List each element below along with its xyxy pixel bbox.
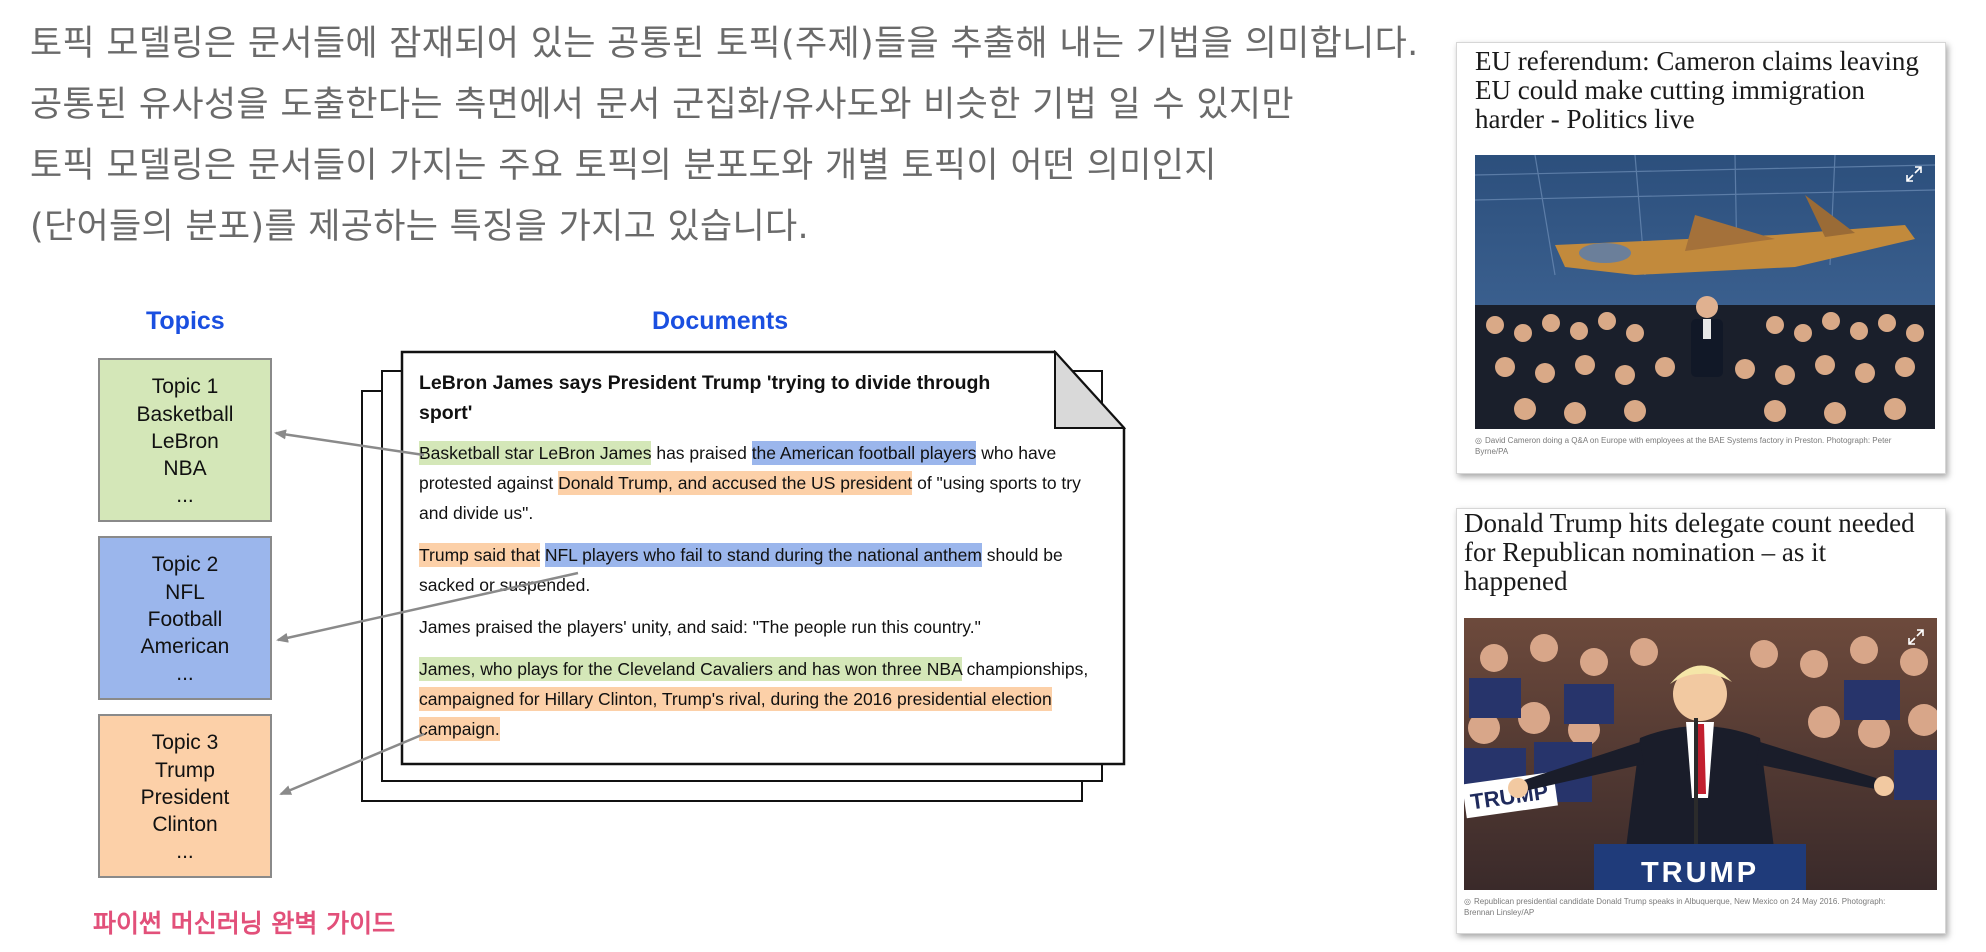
plain-text: who have protested against [419,443,1057,493]
news-headline: Donald Trump hits delegate count needed … [1464,508,1915,596]
topic-word: ... [176,662,194,685]
topic2-phrase: NFL players who fail to stand during the… [544,543,982,567]
plain-text: has praised [651,443,752,463]
topic3-phrase: Donald Trump, and accused the US preside… [558,471,913,495]
expand-icon[interactable] [1907,628,1925,646]
intro-line: 공통된 유사성을 도출한다는 측면에서 문서 군집화/유사도와 비슷한 기법 일… [30,85,1294,125]
document-content: LeBron James says President Trump 'tryin… [419,368,1109,756]
topic1-phrase: Basketball star LeBron James [419,441,652,465]
news-card-trump: Donald Trump hits delegate count needed … [1456,508,1946,934]
topic-title: Topic 2 [151,553,219,576]
caption-text: David Cameron doing a Q&A on Europe with… [1475,436,1892,456]
document-paragraph-1: Basketball star LeBron James has praised… [419,438,1109,528]
caption-text: Republican presidential candidate Donald… [1464,897,1886,917]
document-title: LeBron James says President Trump 'tryin… [419,372,991,424]
book-title-label: 파이썬 머신러닝 완벽 가이드 [93,909,396,938]
topic-word: Football [147,608,223,631]
news-photo-trump: TRUMP TRUMP [1464,618,1937,890]
news-headline: EU referendum: Cameron claims leaving EU… [1475,46,1919,134]
topic-word: American [140,635,230,658]
intro-line: 토픽 모델링은 문서들이 가지는 주요 토픽의 분포도와 개별 토픽이 어떤 의… [30,146,1217,186]
document-paragraph-4: James, who plays for the Cleveland Caval… [419,654,1109,744]
topic-word: Basketball [136,403,234,426]
trump-photo-illustration: TRUMP TRUMP [1464,618,1937,890]
camera-icon: ◎ [1464,897,1471,906]
expand-icon[interactable] [1905,165,1923,183]
cameron-photo-illustration [1475,155,1935,429]
topic3-phrase: Trump said that [419,543,540,567]
page-fold-icon [1054,350,1126,429]
news-caption: ◎David Cameron doing a Q&A on Europe wit… [1475,435,1915,457]
news-photo-cameron [1475,155,1935,429]
podium-trump-sign: TRUMP [1641,857,1759,889]
plain-text: of "using sports to try and divide us". [419,473,1081,523]
topic-title: Topic 3 [151,731,219,754]
intro-paragraph: 토픽 모델링은 문서들에 잠재되어 있는 공통된 토픽(주제)들을 추출해 내는… [30,14,1450,258]
news-caption: ◎Republican presidential candidate Donal… [1464,896,1904,918]
intro-line: (단어들의 분포)를 제공하는 특징을 가지고 있습니다. [30,207,809,247]
topic-word: ... [176,484,194,507]
topic-word: ... [176,840,194,863]
plain-text: championships, [961,659,1089,679]
topic2-phrase: the American football players [751,441,977,465]
document-paragraph-3: James praised the players' unity, and sa… [419,617,981,637]
document-paragraph-2: Trump said that NFL players who fail to … [419,540,1109,600]
topics-heading: Topics [146,307,225,335]
topic-title: Topic 1 [151,375,219,398]
topic1-phrase: James, who plays for the Cleveland Caval… [419,657,962,681]
topic-box-3: Topic 3 Trump President Clinton ... [98,714,272,878]
camera-icon: ◎ [1475,436,1482,445]
documents-heading: Documents [652,307,789,335]
topic-word: NFL [165,581,205,604]
topic-word: Trump [155,759,215,782]
topic-box-2: Topic 2 NFL Football American ... [98,536,272,700]
topic-word: Clinton [152,813,218,836]
topic-word: President [140,786,230,809]
topic-word: LeBron [151,430,219,453]
intro-line: 토픽 모델링은 문서들에 잠재되어 있는 공통된 토픽(주제)들을 추출해 내는… [30,24,1419,64]
topic3-phrase: campaigned for Hillary Clinton, Trump's … [419,687,1052,741]
news-card-cameron: EU referendum: Cameron claims leaving EU… [1456,42,1946,474]
topic-word: NBA [163,457,207,480]
topic-box-1: Topic 1 Basketball LeBron NBA ... [98,358,272,522]
